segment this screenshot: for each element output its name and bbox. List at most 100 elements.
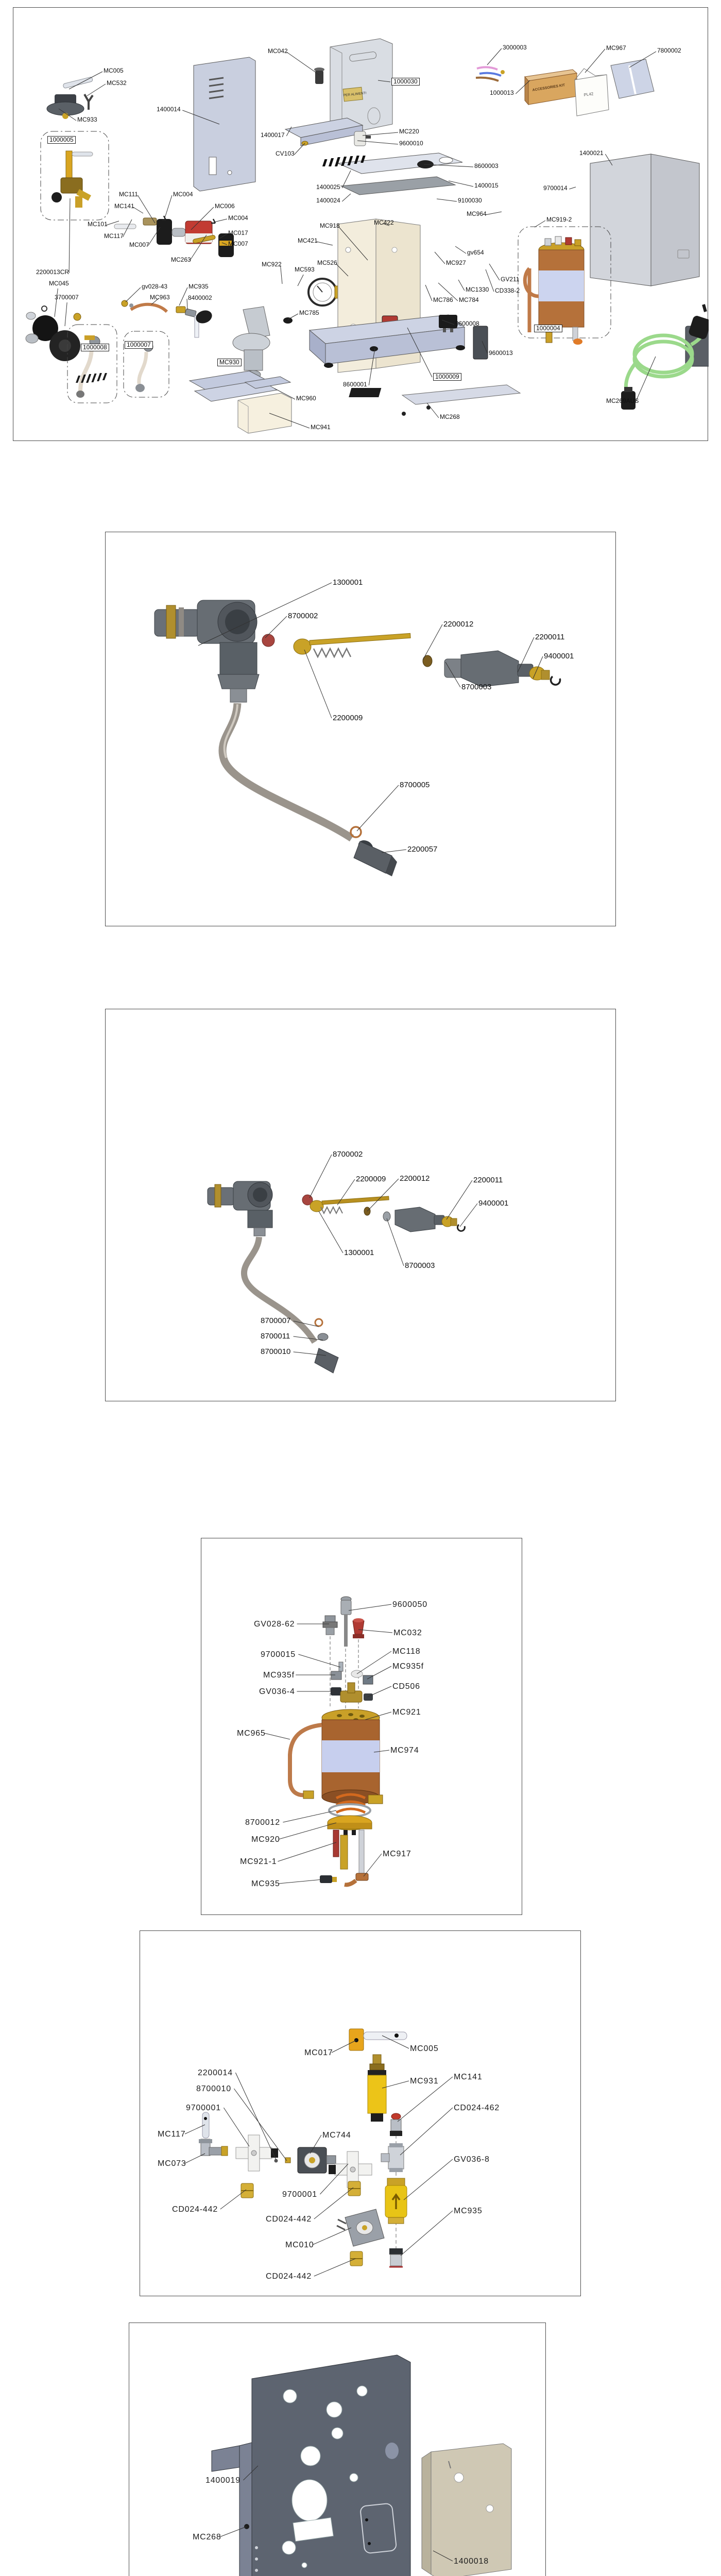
part-number-label: MC931 [410, 2077, 439, 2086]
element-flange [327, 1815, 372, 1835]
part-number-label: 8400002 [188, 294, 212, 301]
microswitch [354, 131, 371, 146]
part-number-label: 1000013 [490, 89, 514, 96]
side-bracket-panel [421, 2443, 512, 2576]
part-number-label: GV036-4 [259, 1687, 295, 1696]
leader-line [219, 2526, 247, 2537]
rubber-foot [283, 317, 293, 324]
part-number-label: MC042 [268, 47, 288, 55]
panel-frame: 1400019MC2681400018MC4281400020MC268 [129, 2323, 546, 2576]
overview-drawing: PER ALIMENTI [25, 38, 709, 434]
part-number-label: MC919-2 [546, 216, 572, 223]
part-number-label: CD506 [392, 1682, 420, 1691]
part-number-label: 9700001 [186, 2104, 221, 2112]
leader-line [382, 2035, 409, 2049]
part-number-label: CD024-442 [266, 2272, 312, 2281]
leader-line [357, 140, 399, 145]
leader-line [287, 313, 299, 320]
expansion-fitting [390, 2113, 402, 2136]
wand-tip-parts [314, 1318, 339, 1374]
panel-overview: PER ALIMENTI [13, 7, 709, 441]
part-number-label: 1400019 [205, 2476, 241, 2485]
leader-line [407, 327, 433, 378]
part-number-label: 2200011 [473, 1176, 503, 1184]
leader-line [482, 341, 488, 354]
part-number-label: 8700002 [288, 612, 318, 620]
leader-line [297, 274, 304, 286]
leader-line [133, 207, 144, 214]
leader-line [629, 51, 657, 68]
leader-line [515, 80, 530, 94]
anti-vacuum-valve [340, 1596, 352, 1647]
leader-line [54, 288, 58, 317]
part-number-label: 2200012 [443, 620, 474, 629]
leader-line [441, 319, 455, 325]
part-number-label: 2200009 [356, 1175, 386, 1183]
drain-elbow [344, 1873, 369, 1887]
boiler-side-nut [368, 1794, 383, 1804]
part-number-label: 2200014 [198, 2069, 233, 2077]
leader-line [198, 582, 332, 646]
wiring-harness [475, 66, 505, 82]
brass-tee [340, 1682, 363, 1703]
valve-elbow-body [207, 1181, 273, 1236]
leader-line [341, 193, 351, 202]
leader-line [264, 1733, 290, 1740]
part-number-label: MC117 [104, 232, 124, 240]
fitting-gv028-62 [322, 1615, 338, 1635]
leader-line [381, 849, 407, 853]
solenoid-block-mc744 [297, 2147, 336, 2174]
ring-gv036-4 [331, 1687, 341, 1696]
leader-line [151, 298, 159, 305]
leader-line [278, 1842, 337, 1862]
part-number-label: 8700002 [333, 1150, 363, 1159]
top-under-plate [340, 176, 456, 195]
part-number-label: MC007 [129, 241, 149, 248]
leader-line [458, 279, 465, 291]
tank-sticker-text: PER ALIMENTI [343, 91, 366, 97]
power-cord [621, 304, 709, 410]
copper-inlet-pipe [288, 1723, 322, 1798]
leader-line [310, 2134, 322, 2154]
part-number-label: 8700007 [261, 1316, 291, 1325]
pipe-nut [303, 1790, 314, 1799]
leader-line [426, 402, 439, 418]
fitting-mc935-black [320, 1875, 337, 1883]
part-number-label: MC269AUS [606, 397, 639, 404]
part-number-label: MC526 [317, 259, 337, 266]
flange-and-clip [441, 1216, 466, 1232]
leader-line [341, 170, 351, 189]
leader-line [422, 624, 443, 660]
base-tray [283, 314, 466, 368]
leader-line [138, 195, 156, 224]
part-number-label: MC935f [392, 1662, 424, 1671]
part-number-label: MC974 [390, 1746, 419, 1755]
leader-line [314, 2258, 356, 2277]
part-number-label: MC933 [77, 116, 97, 123]
part-number-label: 9700015 [261, 1650, 296, 1659]
part-number-label: MC032 [393, 1629, 422, 1637]
accessories-wood-box: ACCESSORIES KIT [524, 69, 578, 106]
part-number-label: MC220 [399, 128, 419, 135]
part-number-label: MC005 [410, 2044, 439, 2053]
leader-line [367, 1686, 392, 1698]
leader-line [362, 132, 399, 136]
part-number-label: 9600050 [392, 1600, 427, 1609]
leader-line [58, 108, 77, 121]
part-number-label: MC935f [263, 1671, 295, 1680]
part-number-label: 1000030 [391, 78, 420, 86]
part-number-label: 9700014 [543, 184, 568, 192]
leader-line [243, 2465, 259, 2481]
part-number-label: MC786 [433, 296, 453, 303]
leader-line [356, 785, 399, 832]
part-number-label: MC964 [467, 210, 487, 217]
leader-line [363, 1853, 382, 1877]
leader-line [182, 110, 220, 125]
part-number-label: 1300001 [344, 1248, 374, 1257]
flange-and-clip [529, 666, 561, 686]
part-number-label: MC004 [228, 214, 248, 222]
part-number-label: MC1330 [466, 286, 489, 293]
leader-line [221, 242, 228, 245]
leader-line [436, 198, 457, 202]
